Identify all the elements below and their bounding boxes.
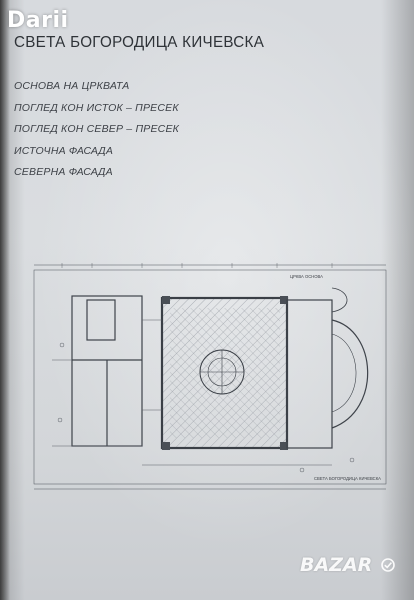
watermark-logo-top: Darii: [7, 8, 69, 33]
apse: [331, 319, 369, 429]
bema: [286, 299, 333, 449]
page-edge-shadow: [0, 0, 10, 600]
page-title: СВЕТА БОГОРОДИЦА КИЧЕВСКА: [14, 34, 265, 51]
church-floor-plan: ЦРКВА ОСНОВА СВЕТА БОГОРОДИЦА КИЧЕВСКА: [32, 260, 392, 496]
contents-item: СЕВЕРНА ФАСАДА: [14, 166, 113, 178]
contents-list: ОСНОВА НА ЦРКВАТА ПОГЛЕД КОН ИСТОК – ПРЕ…: [14, 76, 179, 184]
check-circle-icon: [381, 558, 395, 572]
plan-label-top: ЦРКВА ОСНОВА: [290, 274, 323, 279]
watermark-bottom-text: BAZAR: [300, 554, 373, 576]
floor-plan-drawing: ЦРКВА ОСНОВА СВЕТА БОГОРОДИЦА КИЧЕВСКА: [33, 263, 387, 490]
contents-item: ПОГЛЕД КОН ИСТОК – ПРЕСЕК: [14, 101, 179, 114]
watermark-logo-bottom: BAZAR: [300, 554, 395, 576]
contents-item: ПОГЛЕД КОН СЕВЕР – ПРЕСЕК: [14, 123, 180, 135]
plan-frame: [33, 269, 387, 485]
plan-label-bottom: СВЕТА БОГОРОДИЦА КИЧЕВСКА: [314, 476, 381, 481]
contents-item: ИСТОЧНА ФАСАДА: [14, 144, 114, 157]
contents-item: ОСНОВА НА ЦРКВАТА: [14, 80, 130, 92]
